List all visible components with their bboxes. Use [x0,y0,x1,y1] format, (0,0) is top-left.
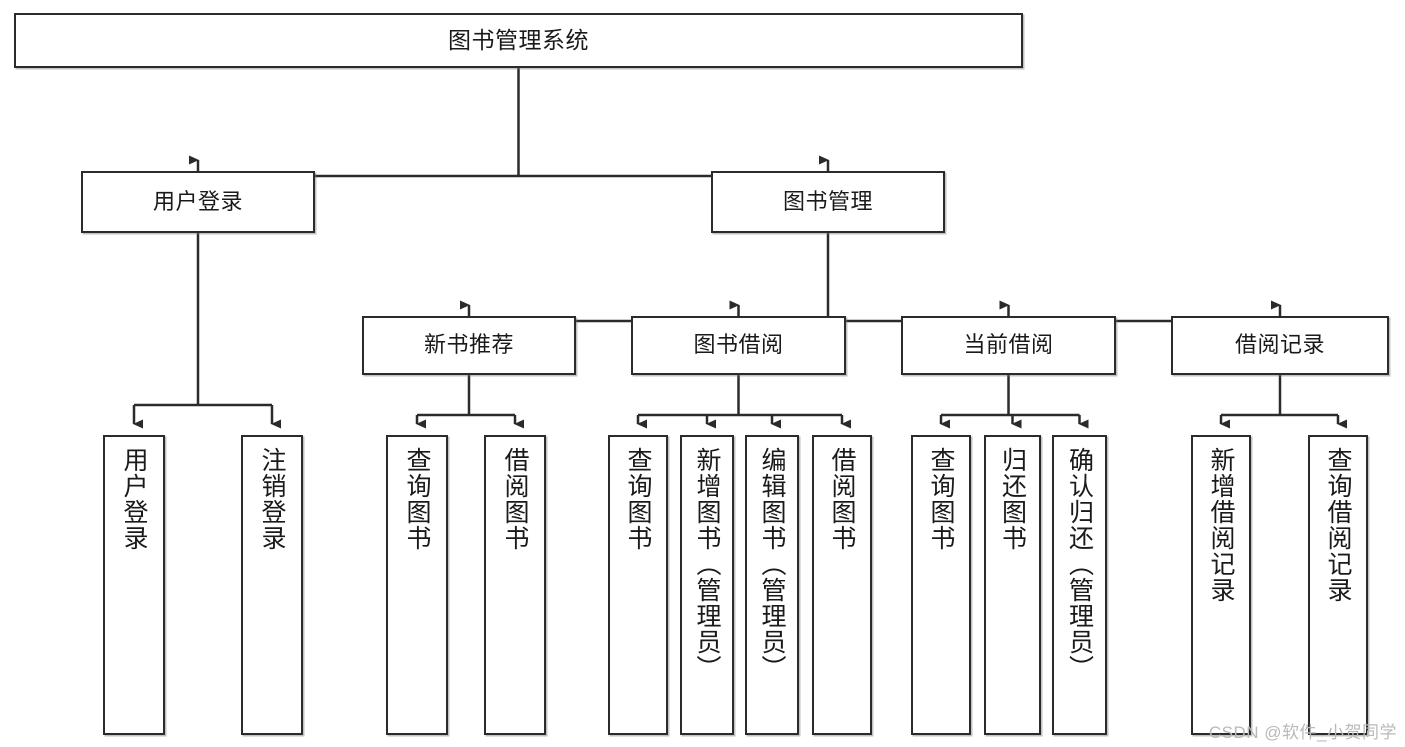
node-label: 图书借阅 [693,332,784,358]
node-label: 用户登录 [152,188,243,214]
node-borrow-record[interactable]: 借阅记录 [1171,316,1389,375]
node-leaf-1[interactable]: 用户登录 [103,435,165,735]
node-leaf-9[interactable]: 查询图书 [911,435,971,735]
node-label: 注销登录 [258,447,286,551]
node-label: 借阅记录 [1234,332,1325,358]
node-book-borrow[interactable]: 图书借阅 [631,316,846,375]
node-leaf-10[interactable]: 归还图书 [984,435,1041,735]
node-leaf-7[interactable]: 编辑图书（管理员） [745,435,799,735]
node-current-borrow[interactable]: 当前借阅 [901,316,1116,375]
node-label: 图书管理 [782,188,873,214]
node-label: 借阅图书 [828,447,856,551]
node-label: 用户登录 [120,447,148,551]
node-label: 图书管理系统 [448,26,589,53]
node-label: 归还图书 [998,447,1027,551]
node-label: 新书推荐 [423,332,514,358]
node-leaf-3[interactable]: 查询图书 [386,435,448,735]
watermark: CSDN @软件_小贺同学 [1208,723,1397,742]
node-leaf-11[interactable]: 确认归还（管理员） [1052,435,1107,735]
node-label: 新增图书（管理员） [693,447,721,681]
node-label: 编辑图书（管理员） [758,447,786,681]
node-label: 查询借阅记录 [1324,447,1352,603]
node-leaf-8[interactable]: 借阅图书 [812,435,872,735]
node-leaf-12[interactable]: 新增借阅记录 [1191,435,1251,735]
node-leaf-5[interactable]: 查询图书 [608,435,668,735]
node-root[interactable]: 图书管理系统 [14,13,1023,68]
node-label: 查询图书 [403,447,431,551]
node-leaf-6[interactable]: 新增图书（管理员） [680,435,734,735]
node-label: 借阅图书 [501,447,529,551]
node-user-login[interactable]: 用户登录 [81,171,315,233]
node-label: 查询图书 [927,447,955,551]
node-book-manage[interactable]: 图书管理 [711,171,945,233]
node-new-book-rec[interactable]: 新书推荐 [362,316,576,375]
node-label: 当前借阅 [963,332,1054,358]
node-leaf-2[interactable]: 注销登录 [241,435,303,735]
node-leaf-4[interactable]: 借阅图书 [484,435,546,735]
node-leaf-13[interactable]: 查询借阅记录 [1308,435,1368,735]
node-label: 确认归还（管理员） [1065,447,1094,681]
node-label: 新增借阅记录 [1207,447,1235,603]
node-label: 查询图书 [624,447,652,551]
